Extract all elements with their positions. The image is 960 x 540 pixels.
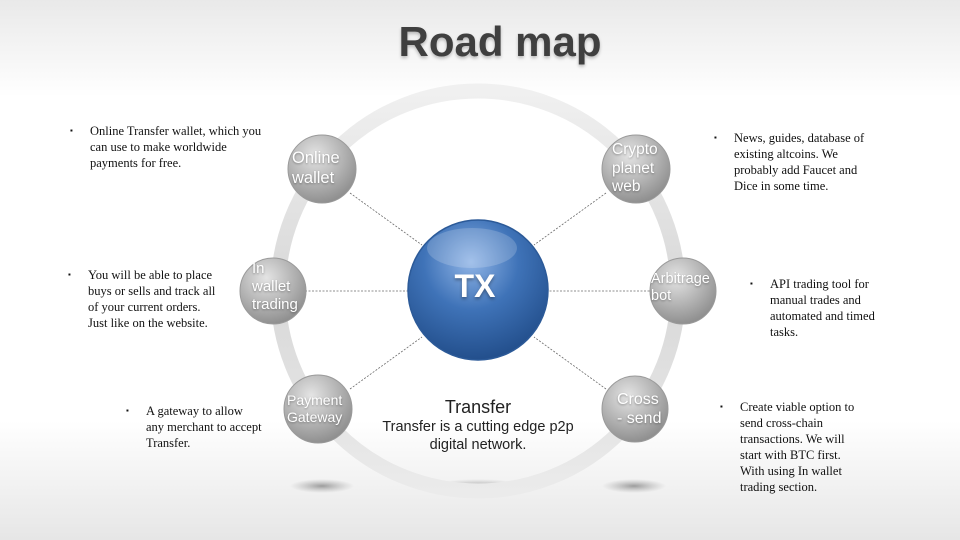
node-sphere-arbitrage-bot	[649, 257, 717, 325]
description-text: Create viable option to send cross-chain…	[740, 400, 855, 494]
center-sphere	[407, 219, 549, 361]
node-label-payment-gateway: Payment Gateway	[287, 392, 343, 425]
node-sphere-in-wallet-trading	[239, 257, 307, 325]
description-arbitrage-bot: ▪ API trading tool for manual trades and…	[748, 276, 888, 340]
bullet-marker: ▪	[714, 133, 717, 142]
description-crypto-planet-web: ▪ News, guides, database of existing alt…	[712, 130, 870, 194]
center-caption-text: Transfer is a cutting edge p2p digital n…	[382, 419, 574, 453]
center-caption-title: Transfer	[444, 397, 512, 417]
description-text: A gateway to allow any merchant to accep…	[146, 404, 262, 450]
description-in-wallet-trading: ▪ You will be able to place buys or sell…	[66, 267, 218, 331]
description-text: Online Transfer wallet, which you can us…	[90, 124, 262, 170]
description-cross-send: ▪ Create viable option to send cross-cha…	[718, 399, 860, 495]
node-sphere-crypto-planet-web	[601, 134, 671, 204]
node-sphere-online-wallet	[287, 134, 357, 204]
center-caption: Transfer Transfer is a cutting edge p2p …	[370, 397, 586, 454]
node-label-crypto-planet-web: Crypto planet web	[612, 141, 658, 196]
description-text: You will be able to place buys or sells …	[88, 268, 216, 330]
node-label-arbitrage-bot: Arbitrage bot	[651, 271, 710, 305]
bullet-marker: ▪	[70, 126, 73, 135]
node-label-in-wallet-trading: In wallet trading	[252, 260, 298, 313]
node-label-cross-send: Cross - send	[617, 391, 662, 428]
description-text: API trading tool for manual trades and a…	[770, 277, 875, 339]
bullet-marker: ▪	[720, 402, 723, 411]
node-sphere-payment-gateway	[283, 374, 353, 444]
bullet-marker: ▪	[126, 406, 129, 415]
description-online-wallet: ▪ Online Transfer wallet, which you can …	[68, 123, 264, 171]
node-label-online-wallet: Online wallet	[292, 149, 340, 187]
node-shadow	[602, 479, 666, 493]
center-sphere-highlight	[427, 228, 517, 268]
center-label: TX	[454, 268, 496, 304]
node-sphere-cross-send	[601, 375, 669, 443]
description-payment-gateway: ▪ A gateway to allow any merchant to acc…	[124, 403, 262, 451]
connector-lines	[305, 192, 651, 390]
description-text: News, guides, database of existing altco…	[734, 131, 865, 193]
node-shadow	[290, 479, 354, 493]
bullet-marker: ▪	[750, 279, 753, 288]
bullet-marker: ▪	[68, 270, 71, 279]
